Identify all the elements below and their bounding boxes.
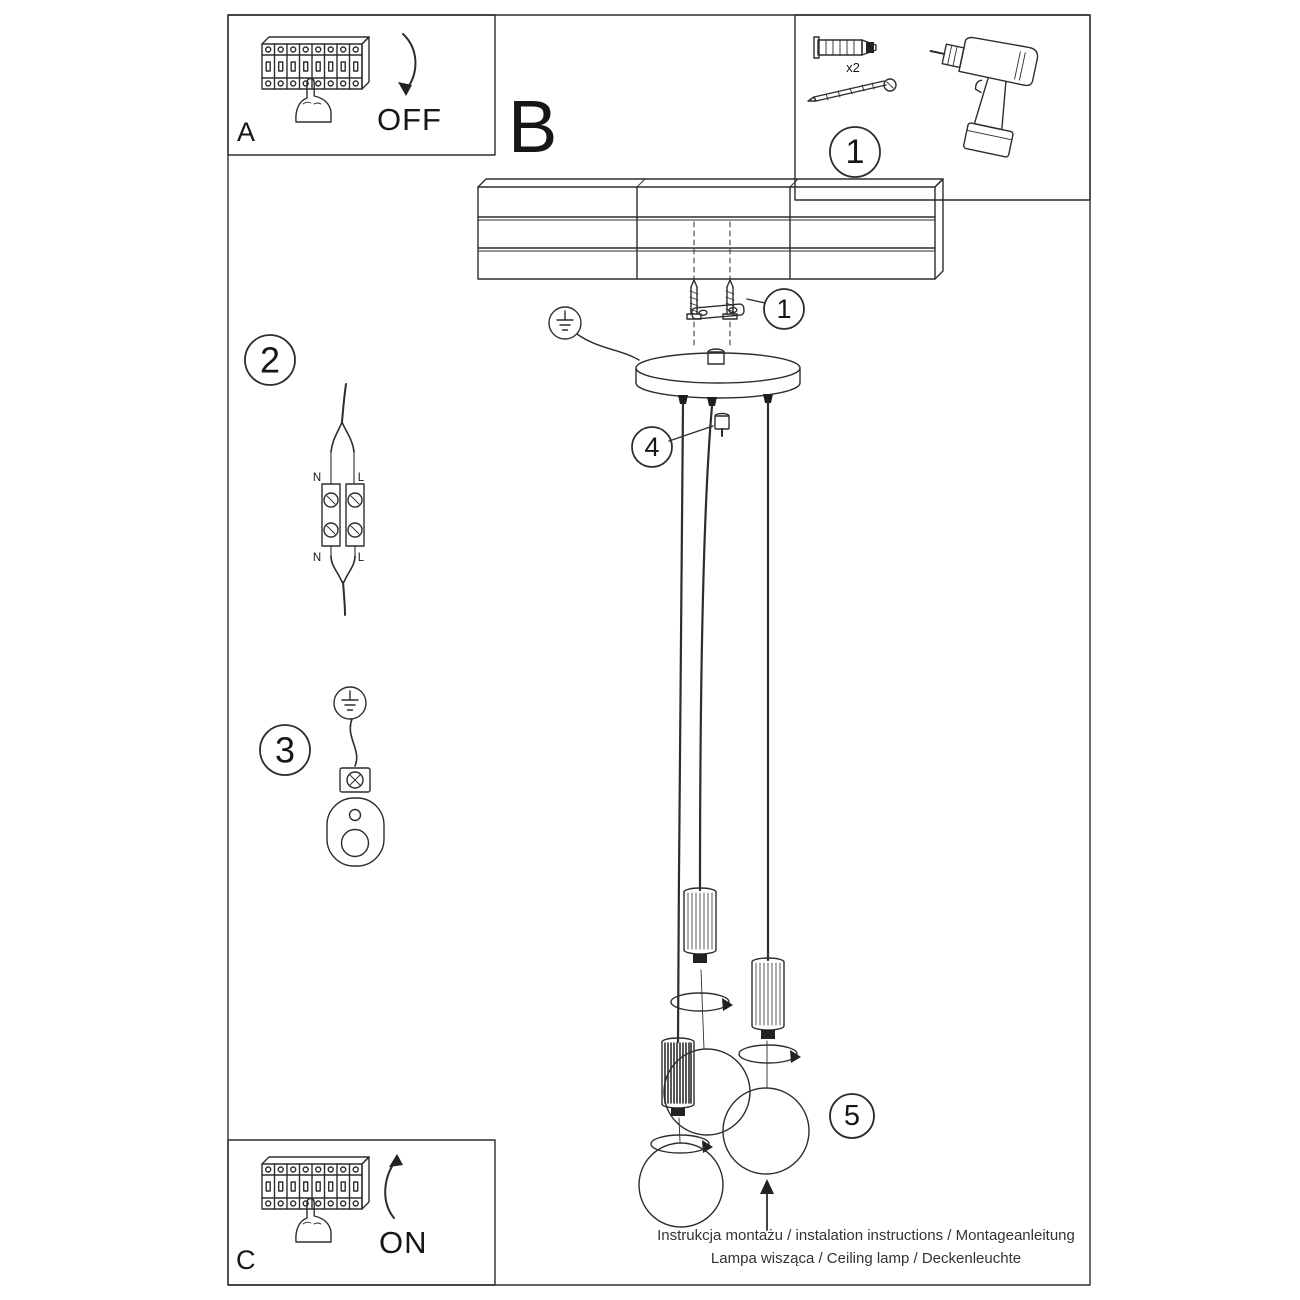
bulb [722,1087,810,1175]
wire-l-top-label: L [358,472,365,484]
panel-c-box [227,1139,496,1286]
bulb [638,1142,724,1228]
lamp-holder-2 [751,957,785,1039]
step-5-number: 5 [844,1100,860,1132]
breaker-panel-icon [262,37,369,89]
step-4-leader [668,425,714,442]
on-arrow-icon [384,1154,403,1219]
ceiling-boards [477,178,944,280]
screw-icon [807,78,897,102]
sheet-border [227,14,1091,1286]
step-4-number: 4 [644,432,659,462]
on-label: ON [379,1225,428,1260]
bulb [663,1048,751,1136]
step-3-number: 3 [275,730,295,771]
lamp-holder-3 [661,1037,695,1116]
wiring-diagram: N L N L [313,383,365,616]
cord-grip [707,397,717,406]
earth-assembly [326,686,385,867]
step-2-badge: 2 [244,334,296,386]
panel-a: A OFF [227,14,496,156]
earth-symbol-main [548,306,640,361]
footer-line-2: Lampa wisząca / Ceiling lamp / Deckenleu… [711,1250,1021,1267]
mounting-bracket [691,303,745,320]
earth-icon [333,686,367,720]
step-2-number: 2 [260,340,280,381]
panel-a-box [227,14,496,156]
hardware-panel: x2 [794,14,1091,201]
ceiling-plate [326,797,385,867]
off-arrow-icon [398,33,417,96]
cord-grip [763,394,773,403]
step-5-badge: 5 [829,1093,875,1139]
mounting-screw-icon [722,279,738,320]
earth-wire [576,333,640,361]
drill-icon [929,36,1039,158]
step-1-badge: 1 [829,126,881,178]
canopy [635,348,801,406]
wire-l-bottom-label: L [358,552,365,564]
pointing-hand-icon [295,1197,332,1243]
wire-n-top-label: N [313,472,321,484]
hardware-count-label: x2 [846,60,860,75]
insert-arrow-icon [760,1179,774,1231]
panel-c: C ON [227,1139,496,1286]
step-4-badge: 4 [631,426,673,468]
footer-line-1: Instrukcja montażu / instalation instruc… [657,1227,1075,1244]
wire-n-bottom-label: N [313,552,321,564]
rotation-arrow-icon [738,1044,802,1064]
mounting-assembly: 1 [686,221,805,347]
panel-a-label: A [237,117,255,147]
earth-terminal [339,767,371,793]
pendant-cords [676,401,770,1044]
cord-grip [678,395,688,404]
earth-icon [548,306,582,340]
off-label: OFF [377,102,442,137]
bracket-callout-badge: 1 [763,288,805,330]
pointing-hand-icon [295,77,332,123]
breaker-panel-icon [262,1157,369,1209]
cord [698,404,714,892]
lamp-holder-1 [683,887,717,963]
step-1-number: 1 [846,133,865,171]
panel-c-label: C [236,1245,256,1275]
cord [676,402,685,1044]
bracket-callout-number: 1 [776,294,791,324]
panel-b-label: B [508,85,557,168]
step-3-badge: 3 [259,724,311,776]
strain-relief-part [714,412,730,437]
wall-plug-icon [813,36,877,59]
